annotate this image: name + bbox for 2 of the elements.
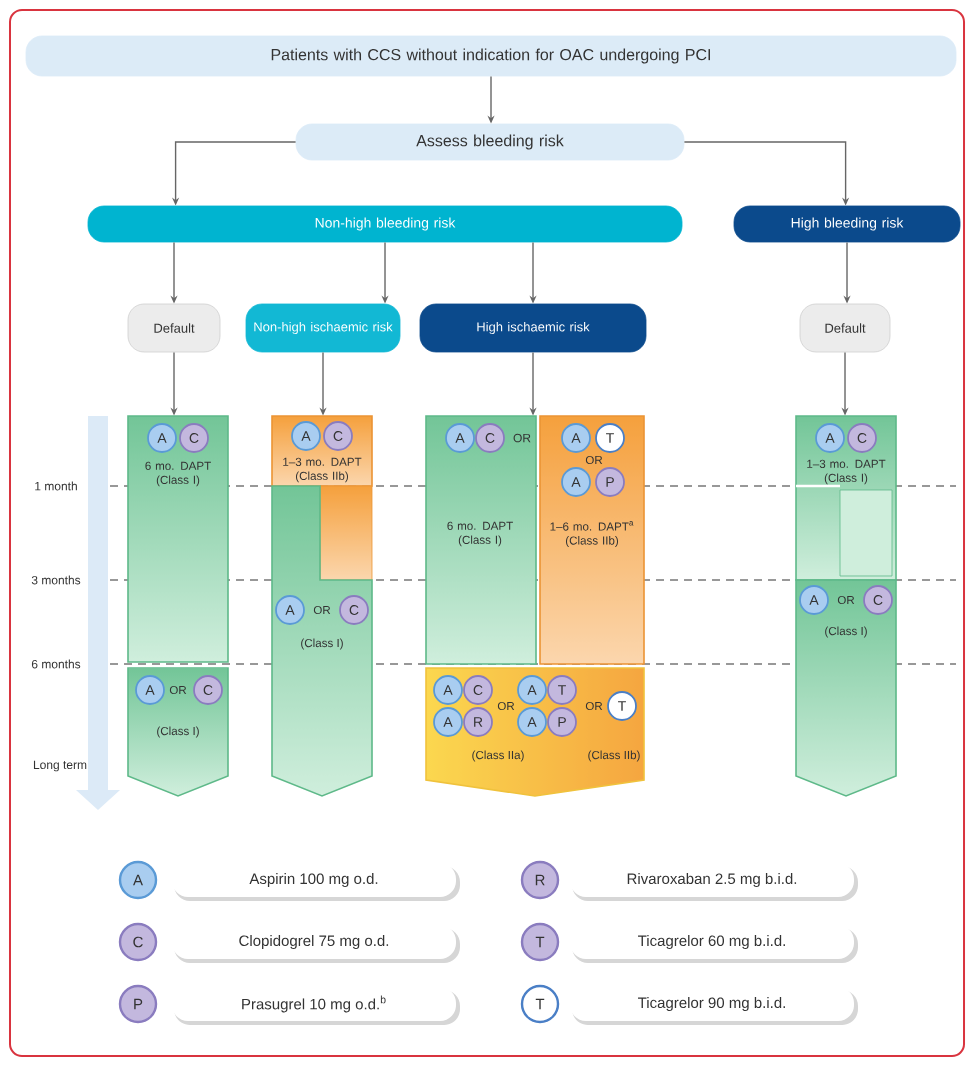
process-box: Assess bleeding risk [295,123,685,161]
header-box: Patients with CCS without indication for OAC undergoing PCI [25,35,957,77]
